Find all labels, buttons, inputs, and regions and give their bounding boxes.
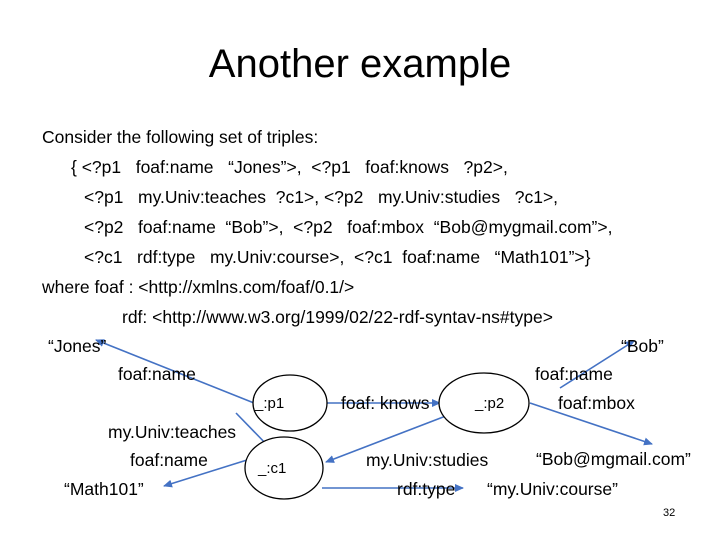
edge-c1-name bbox=[163, 459, 248, 488]
slide-title: Another example bbox=[208, 42, 512, 86]
edge-mbox bbox=[529, 402, 653, 446]
intro-line: Consider the following set of triples: bbox=[42, 127, 319, 147]
node-p1-shape bbox=[252, 374, 328, 432]
literal-jones: “Jones” bbox=[48, 336, 107, 356]
triples-line-1: { <?p1 foaf:name “Jones”>, <?p1 foaf:kno… bbox=[71, 157, 508, 177]
literal-email: “Bob@mgmail.com” bbox=[536, 449, 691, 469]
node-c1-shape bbox=[244, 436, 324, 500]
node-p1-label: _:p1 bbox=[255, 395, 285, 412]
node-c1-label: _:c1 bbox=[258, 460, 287, 477]
literal-bob: “Bob” bbox=[621, 336, 664, 356]
literal-course: “my.Univ:course” bbox=[487, 479, 618, 499]
edge-studies bbox=[325, 413, 452, 463]
rdf-namespace-line: rdf: <http://www.w3.org/1999/02/22-rdf-s… bbox=[122, 307, 553, 327]
edge-p1-name bbox=[95, 339, 255, 404]
node-p2-shape bbox=[438, 372, 530, 434]
edge-label-p2-name: foaf:name bbox=[535, 364, 613, 384]
literal-math101: “Math101” bbox=[64, 479, 144, 499]
edge-label-type: rdf:type bbox=[397, 479, 456, 499]
edge-label-mbox: foaf:mbox bbox=[558, 393, 635, 413]
edge-p2-name bbox=[559, 340, 635, 389]
triples-line-2: <?p1 my.Univ:teaches ?c1>, <?p2 my.Univ:… bbox=[84, 187, 559, 207]
foaf-namespace-line: where foaf : <http://xmlns.com/foaf/0.1/… bbox=[42, 277, 355, 297]
edge-label-p1-name: foaf:name bbox=[118, 364, 196, 384]
edge-label-studies: my.Univ:studies bbox=[366, 450, 489, 470]
triples-line-4: <?c1 rdf:type my.Univ:course>, <?c1 foaf… bbox=[84, 247, 591, 267]
page-number: 32 bbox=[663, 507, 676, 519]
triples-line-3: <?p2 foaf:name “Bob”>, <?p2 foaf:mbox “B… bbox=[84, 217, 613, 237]
edge-label-knows: foaf: knows bbox=[341, 393, 430, 413]
node-p2-label: _:p2 bbox=[475, 395, 505, 412]
edge-label-c1-name: foaf:name bbox=[130, 450, 208, 470]
edge-label-teaches: my.Univ:teaches bbox=[108, 422, 237, 442]
